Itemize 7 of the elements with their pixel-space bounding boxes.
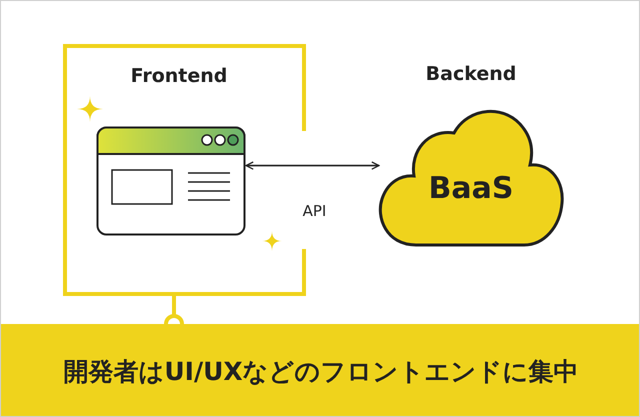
arrow [245,161,380,170]
heading: Backend [424,63,518,85]
heading: Frontend [130,65,228,87]
cloud-label: BaaS [428,171,514,206]
banner-band [1,324,639,416]
banner-text: 開発者はUI/UXなどのフロントエンドに集中 [63,356,579,388]
browser-window-drawing [96,126,246,236]
